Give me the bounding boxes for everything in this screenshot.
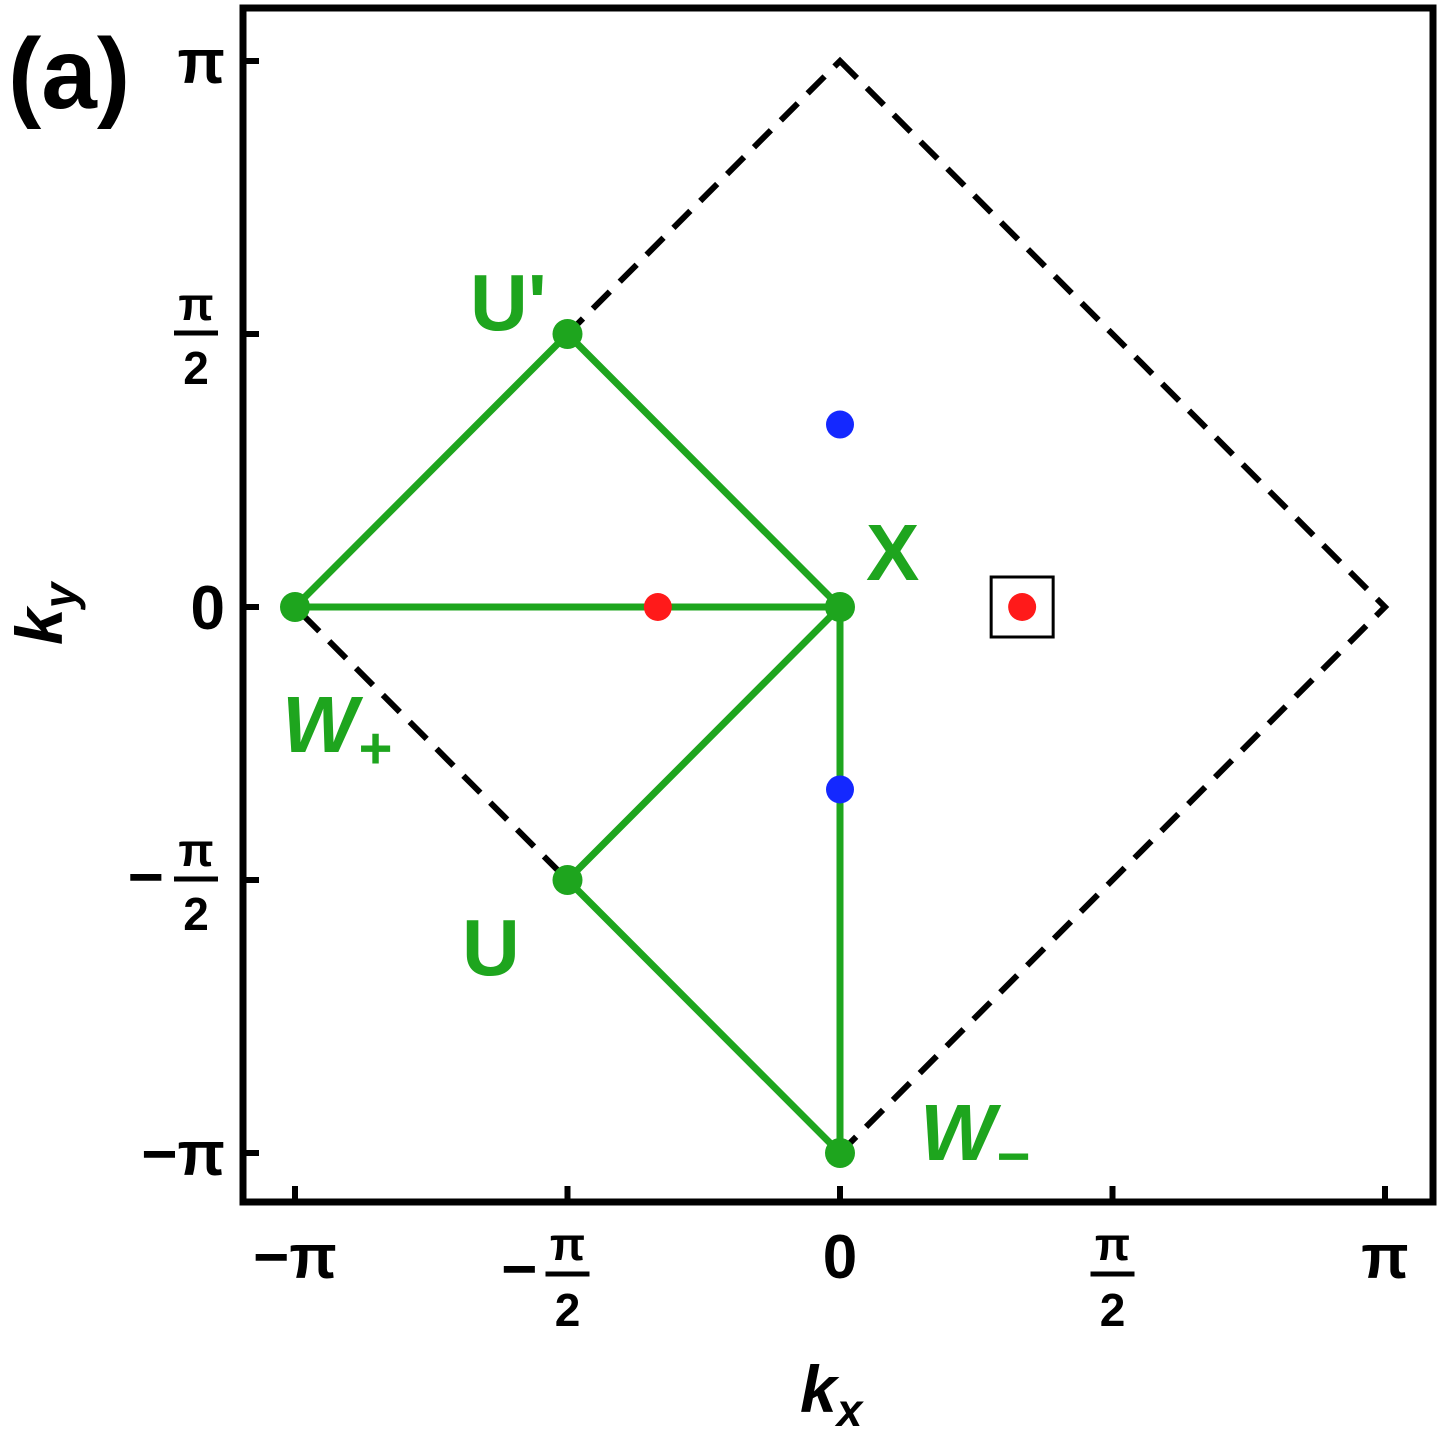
- y-tick-denominator: 2: [183, 342, 209, 394]
- y-tick-numerator: π: [178, 278, 213, 330]
- path-segment: [563, 330, 844, 611]
- y-tick-label: 0: [191, 574, 225, 643]
- high-symmetry-point: [825, 1137, 855, 1168]
- high-symmetry-point: [552, 318, 583, 349]
- panel-label: (a): [8, 18, 130, 130]
- blue-point-lower: [826, 775, 854, 804]
- x-tick-numerator: π: [1095, 1218, 1130, 1270]
- point-label-W-plus: W+: [282, 680, 391, 781]
- blue-point-upper: [826, 410, 854, 439]
- point-label-main: X: [866, 508, 919, 597]
- point-label-sub: −: [996, 1124, 1030, 1189]
- high-symmetry-point: [825, 592, 855, 622]
- path-segment: [563, 876, 844, 1157]
- x-tick-denominator: 2: [1100, 1284, 1126, 1336]
- y-tick-label: π: [178, 28, 225, 97]
- x-tick-sign: −: [501, 1235, 537, 1304]
- x-tick-label: 0: [823, 1223, 857, 1292]
- x-tick-label: π: [1361, 1223, 1408, 1292]
- x-tick-label: −π: [253, 1223, 337, 1292]
- path-segment: [291, 330, 571, 611]
- point-label-U: U: [462, 903, 520, 992]
- marker-points: [643, 410, 1055, 804]
- point-label-W-minus: W−: [920, 1088, 1029, 1189]
- y-tick-sign: −: [128, 843, 164, 912]
- high-symmetry-point: [280, 592, 311, 622]
- marker-box: [989, 575, 1055, 639]
- red-point-left: [643, 593, 672, 621]
- point-label-main: W: [282, 680, 364, 769]
- high-symmetry-path: [280, 318, 855, 1168]
- x-tick-numerator: π: [550, 1218, 585, 1270]
- path-segment: [563, 603, 844, 884]
- point-label-main: U': [470, 258, 547, 347]
- high-symmetry-point: [552, 865, 583, 896]
- point-label-main: U: [462, 903, 520, 992]
- point-label-X: X: [866, 508, 919, 597]
- x-tick-denominator: 2: [555, 1284, 581, 1336]
- point-label-U-prime: U': [470, 258, 547, 347]
- y-tick-label: −π: [141, 1120, 225, 1189]
- y-axis-label: ky: [2, 580, 86, 645]
- point-label-main: W: [920, 1088, 1002, 1177]
- x-axis-label: kx: [800, 1352, 865, 1434]
- point-labels: W+U'XUW−: [282, 258, 1029, 1189]
- point-label-sub: +: [358, 716, 392, 781]
- red-point-boxed: [1008, 593, 1037, 621]
- y-tick-denominator: 2: [183, 888, 209, 940]
- y-tick-numerator: π: [178, 824, 213, 876]
